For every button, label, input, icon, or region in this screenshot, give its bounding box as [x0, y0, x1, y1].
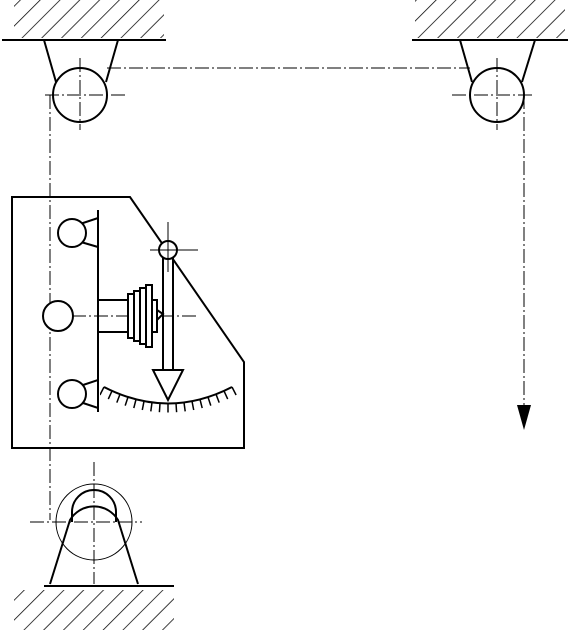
center-roller-wheel: [42, 300, 74, 332]
pointer-arrowhead: [151, 369, 185, 403]
dial-tick: [199, 399, 203, 409]
dial-tick: [191, 401, 195, 411]
dial-tick: [124, 396, 129, 406]
top-left-ceiling-support: [2, 0, 166, 83]
ceiling-hatch: [415, 0, 565, 38]
dial-scale: [100, 386, 237, 413]
dial-tick: [100, 386, 105, 396]
top-right-ceiling-support: [412, 0, 568, 83]
dial-tick: [223, 390, 229, 400]
pendulum-pointer: [150, 222, 198, 403]
lower-guide-roller: [57, 378, 99, 410]
floor-hatch: [14, 590, 174, 630]
dial-tick: [175, 403, 178, 413]
upper-guide-roller: [57, 216, 99, 249]
dial-tick: [207, 396, 212, 406]
dial-tick: [107, 390, 113, 400]
cable-path: [49, 67, 525, 520]
top-right-pulley: [452, 58, 532, 130]
bottom-floor-pulley: [14, 462, 174, 630]
top-left-pulley: [45, 58, 126, 130]
dial-tick: [183, 402, 186, 412]
pointer-stem: [162, 258, 174, 370]
instrument-housing: [11, 196, 245, 449]
spring-stack: [127, 284, 165, 348]
dial-ticks: [100, 386, 237, 413]
dial-tick: [215, 393, 220, 403]
dial-tick: [141, 401, 145, 411]
pulley-bracket: [459, 39, 536, 83]
load-direction-arrow: [517, 405, 531, 430]
ceiling-hatch: [14, 0, 164, 38]
dial-tick: [231, 386, 237, 396]
pulley-bracket: [43, 39, 119, 83]
instrument-guide-rollers: [57, 216, 99, 410]
roller-shaft: [98, 299, 128, 333]
dial-tick: [133, 399, 137, 409]
dial-tick: [158, 403, 161, 413]
dial-tick: [116, 393, 121, 403]
dial-tick: [150, 402, 153, 412]
